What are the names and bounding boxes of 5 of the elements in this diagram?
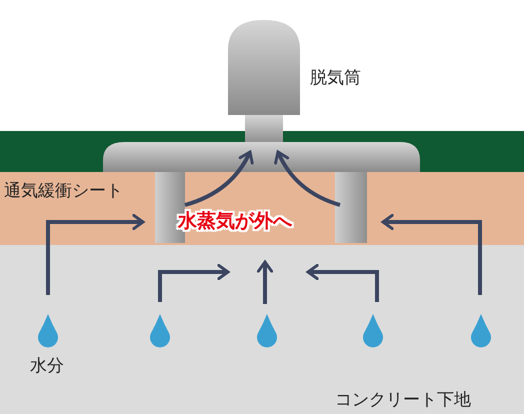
moisture-label: 水分 xyxy=(30,355,64,377)
vapor-label: 水蒸気が外へ xyxy=(178,209,292,234)
layer-label: 通気緩衝シート xyxy=(4,180,123,202)
layer-label: コンクリート下地 xyxy=(335,389,471,411)
pipe-label: 脱気筒 xyxy=(310,67,361,89)
